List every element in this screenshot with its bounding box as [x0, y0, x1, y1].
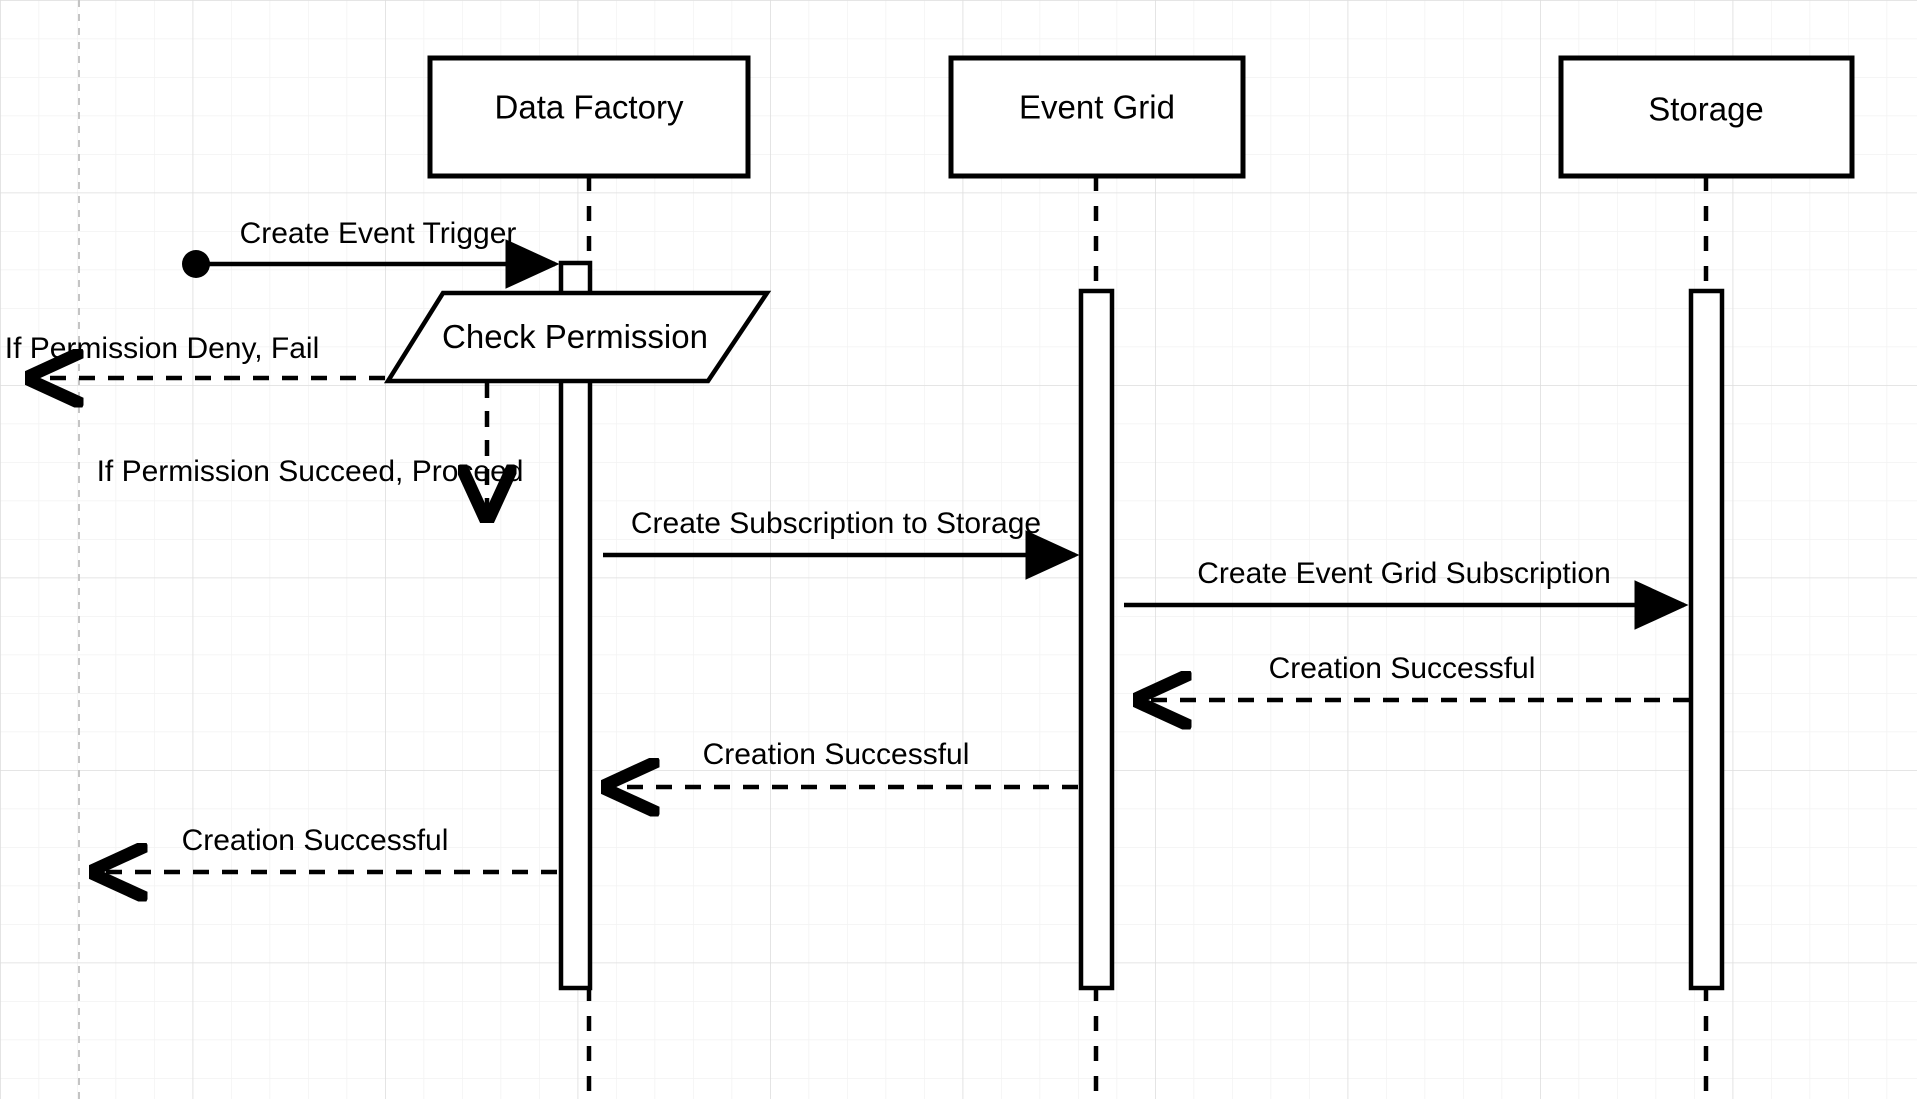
message-creation-successful-grid-to-factory[interactable]: Creation Successful — [606, 738, 1078, 787]
lifelines — [586, 176, 1709, 1099]
message-create-subscription-to-storage[interactable]: Create Subscription to Storage — [603, 507, 1080, 580]
activation-bar-event-grid[interactable] — [1078, 288, 1115, 991]
message-label: Creation Successful — [182, 824, 449, 857]
message-label: Creation Successful — [1269, 652, 1536, 685]
participant-box — [948, 55, 1246, 179]
message-create-event-grid-subscription[interactable]: Create Event Grid Subscription — [1124, 557, 1689, 630]
fragment-shape — [383, 290, 772, 384]
fragment-label: Check Permission — [442, 318, 708, 355]
message-label: If Permission Succeed, Proceed — [97, 455, 524, 488]
activation-bars — [558, 260, 1725, 991]
participant-data-factory[interactable]: Data Factory — [427, 55, 751, 179]
message-creation-successful-factory-to-actor[interactable]: Creation Successful — [94, 824, 557, 872]
message-create-event-trigger[interactable]: Create Event Trigger — [182, 217, 560, 289]
participant-event-grid[interactable]: Event Grid — [948, 55, 1246, 179]
message-label: Create Event Grid Subscription — [1197, 557, 1611, 590]
message-if-permission-succeed-proceed[interactable]: If Permission Succeed, Proceed — [97, 382, 524, 518]
message-if-permission-deny-fail[interactable]: If Permission Deny, Fail — [5, 332, 385, 378]
activation-bar-storage[interactable] — [1688, 288, 1725, 991]
message-label: Creation Successful — [703, 738, 970, 771]
participant-box — [427, 55, 751, 179]
participant-box — [1558, 55, 1855, 179]
message-creation-successful-storage-to-grid[interactable]: Creation Successful — [1138, 652, 1689, 700]
message-label: Create Event Trigger — [240, 217, 517, 250]
participant-label: Storage — [1648, 91, 1764, 128]
message-label: If Permission Deny, Fail — [5, 332, 320, 365]
activation-bar-data-factory-2[interactable] — [558, 377, 593, 991]
message-label: Create Subscription to Storage — [631, 507, 1041, 540]
fragment-check-permission[interactable]: Check Permission — [383, 290, 772, 384]
participant-label: Data Factory — [495, 89, 684, 126]
participant-label: Event Grid — [1019, 89, 1175, 126]
participant-storage[interactable]: Storage — [1558, 55, 1855, 179]
